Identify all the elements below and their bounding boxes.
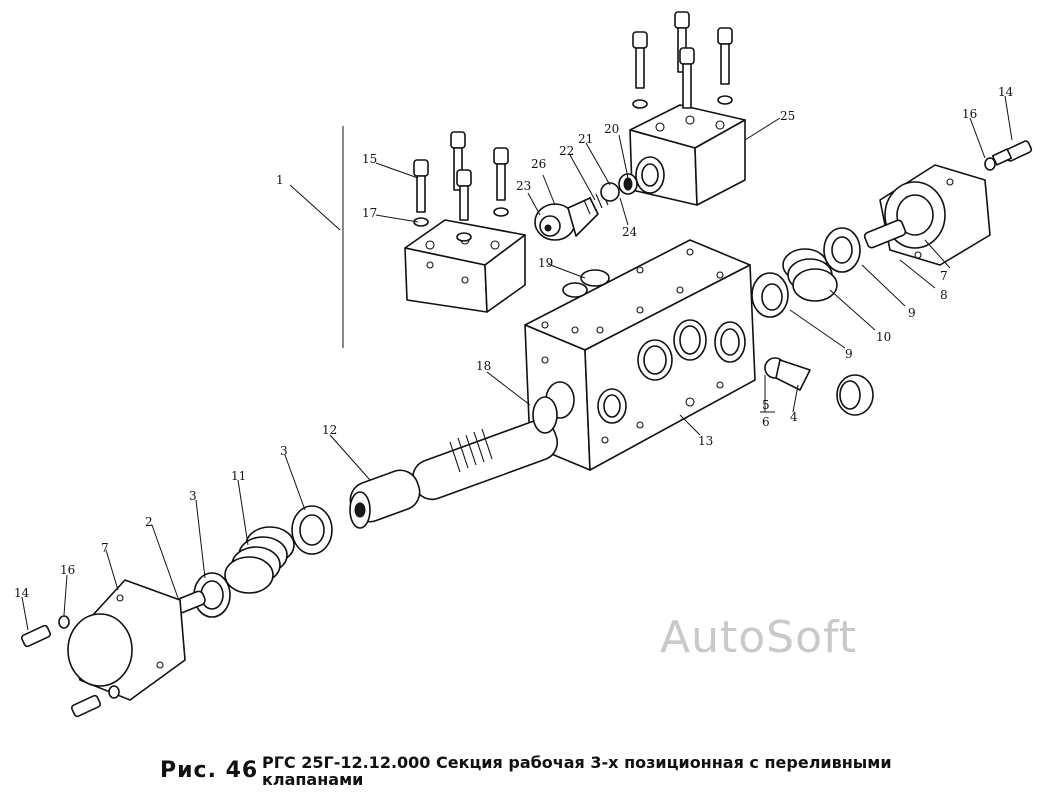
callout-11: 11 <box>231 469 246 483</box>
callout-21: 21 <box>578 132 593 146</box>
callout-14-right: 14 <box>998 85 1014 99</box>
callout-8: 8 <box>940 288 948 302</box>
bolt-14-left <box>20 615 120 718</box>
callout-2: 2 <box>145 515 153 529</box>
callout-1: 1 <box>276 173 284 187</box>
callout-12: 12 <box>322 423 337 437</box>
callout-13: 13 <box>698 434 713 448</box>
callout-7-left: 7 <box>101 541 109 555</box>
callout-3-b: 3 <box>280 444 288 458</box>
spring-assembly-right <box>751 227 861 318</box>
figure-title: РГС 25Г-12.12.000 Секция рабочая 3-х поз… <box>262 753 892 789</box>
callout-labels: 1 2 3 3 4 5 6 7 7 8 9 9 10 11 12 13 14 1… <box>14 85 1014 600</box>
callout-6: 6 <box>762 415 770 429</box>
callout-4: 4 <box>790 410 798 424</box>
relief-valve-parts <box>534 173 638 241</box>
cover-block-1 <box>342 126 526 348</box>
cap-7-right <box>863 164 991 266</box>
spool-18 <box>411 396 559 501</box>
spring-assembly-left <box>174 505 333 618</box>
leader-lines <box>21 95 1013 631</box>
bolts-15 <box>413 131 509 242</box>
cap-7-left <box>67 579 186 701</box>
spool-grooves <box>449 428 493 473</box>
callout-16-left: 16 <box>60 563 75 577</box>
spring-22 <box>583 190 609 215</box>
callout-20: 20 <box>604 122 619 136</box>
callout-14-left: 14 <box>14 586 30 600</box>
plug-ring <box>836 374 874 416</box>
callout-5: 5 <box>762 398 770 412</box>
callout-9-upper: 9 <box>908 306 916 320</box>
cover-block-25 <box>629 104 746 206</box>
callout-15: 15 <box>362 152 377 166</box>
callout-22: 22 <box>559 144 574 158</box>
bolt-14-right <box>984 140 1033 171</box>
callout-24: 24 <box>622 225 638 239</box>
sleeve-12 <box>349 469 421 529</box>
callout-19: 19 <box>538 256 553 270</box>
figure-label: Рис. 46 <box>160 758 259 783</box>
bolts-25 <box>632 11 733 109</box>
callout-26: 26 <box>531 157 546 171</box>
callout-9-lower: 9 <box>845 347 853 361</box>
callout-18: 18 <box>476 359 491 373</box>
callout-3: 3 <box>189 489 197 503</box>
seal-rings-19 <box>562 269 610 298</box>
spring-11 <box>224 526 295 594</box>
plug-4 <box>764 357 811 391</box>
callout-23: 23 <box>516 179 531 193</box>
callout-7-right: 7 <box>940 269 948 283</box>
callout-16-right: 16 <box>962 107 977 121</box>
watermark-text: AutoSoft <box>660 612 857 663</box>
valve-body-13 <box>524 239 756 471</box>
callout-10: 10 <box>876 330 891 344</box>
callout-25: 25 <box>780 109 795 123</box>
spring-10 <box>782 248 838 302</box>
callout-17: 17 <box>362 206 377 220</box>
